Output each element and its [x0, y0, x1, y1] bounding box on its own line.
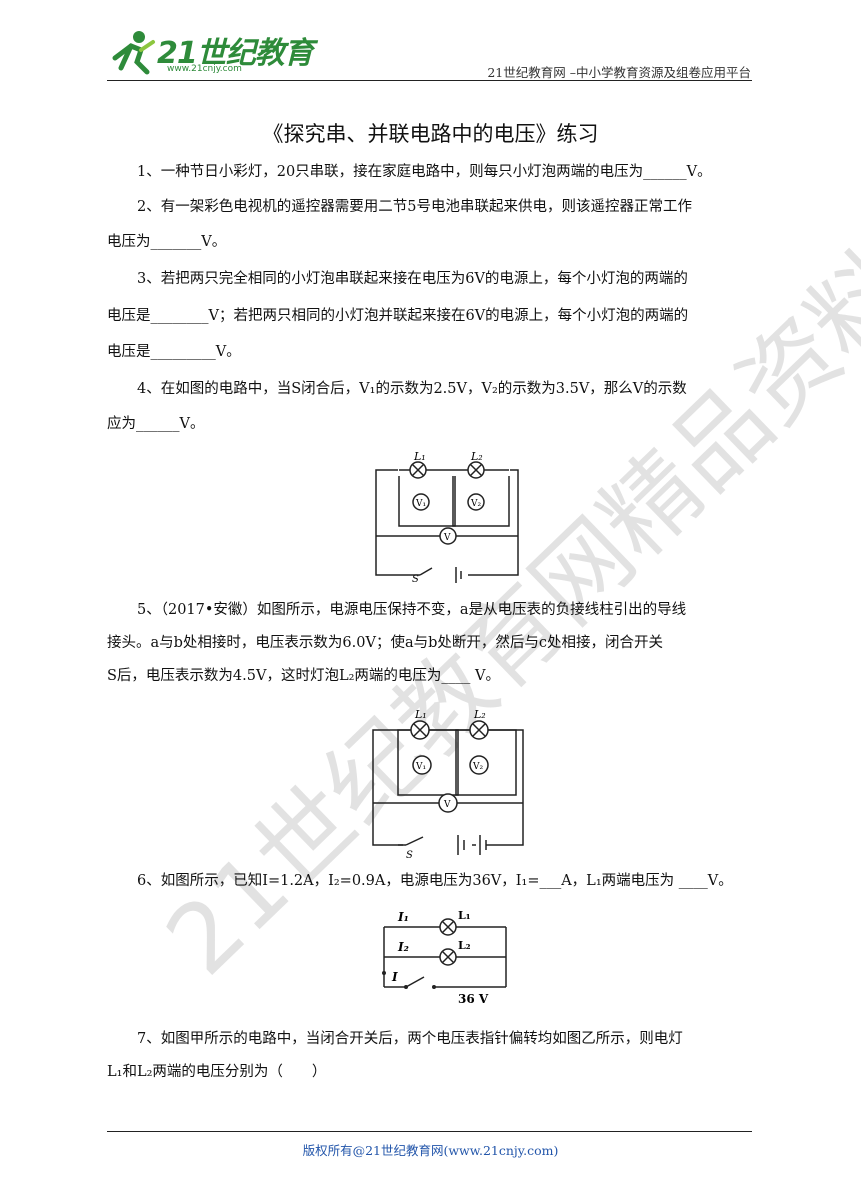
question-3-line-2: 电压是________V；若把两只相同的小灯泡并联起来接在6V的电源上，每个小灯… [107, 308, 689, 324]
label-v: V [443, 800, 451, 810]
label-i2: I₂ [397, 940, 409, 954]
question-2-line-2: 电压为_______V。 [107, 234, 227, 250]
page-title: 《探究串、并联电路中的电压》练习 [262, 122, 599, 146]
label-i1: I₁ [397, 910, 409, 924]
question-3-line-3: 电压是_________V。 [107, 344, 241, 360]
question-7-line-2: L₁和L₂两端的电压分别为（ ） [107, 1064, 327, 1080]
site-tagline: 21世纪教育网 –中小学教育资源及组卷应用平台 [487, 65, 751, 80]
label-v1: V₁ [415, 762, 426, 772]
question-3-line-1: 3、若把两只完全相同的小灯泡串联起来接在电压为6V的电源上，每个小灯泡的两端的 [137, 271, 688, 287]
site-logo[interactable]: 21世纪教育 www.21cnjy.com [107, 28, 314, 80]
question-5-line-2: 接头。a与b处相接时，电压表示数为6.0V；使a与b处断开，然后与c处相接，闭合… [107, 635, 664, 651]
label-l1: L₁ [414, 708, 427, 721]
runner-logo-icon [112, 31, 155, 75]
question-7-line-1: 7、如图甲所示的电路中，当闭合开关后，两个电压表指针偏转均如图乙所示，则电灯 [137, 1031, 683, 1047]
label-v: V [443, 533, 451, 543]
question-6-line-1: 6、如图所示，已知I=1.2A，I₂=0.9A，电源电压为36V，I₁=___A… [137, 873, 733, 889]
label-voltage: 36 V [458, 992, 489, 1005]
label-l1: L₁ [413, 450, 426, 463]
label-switch: S [406, 850, 413, 860]
label-v2: V₂ [470, 499, 481, 509]
question-4-line-1: 4、在如图的电路中，当S闭合后，V₁的示数为2.5V，V₂的示数为3.5V，那么… [137, 381, 687, 397]
footer-divider [107, 1131, 752, 1132]
label-l2: L₂ [470, 450, 483, 463]
question-4-line-2: 应为______V。 [107, 416, 205, 432]
label-switch: S [412, 574, 419, 583]
logo-url: www.21cnjy.com [167, 64, 242, 74]
label-l1: L₁ [458, 909, 471, 922]
question-2-line-1: 2、有一架彩色电视机的遥控器需要用二节5号电池串联起来供电，则该遥控器正常工作 [137, 199, 692, 215]
label-v2: V₂ [472, 762, 483, 772]
circuit-diagram-q4: L₁ L₂ V₁ V₂ V S [375, 450, 519, 583]
question-1-line-1: 1、一种节日小彩灯，20只串联，接在家庭电路中，则每只小灯泡两端的电压为____… [137, 164, 712, 180]
question-5-line-3: S后，电压表示数为4.5V，这时灯泡L₂两端的电压为____ V。 [107, 668, 500, 684]
circuit-diagram-q6: I₁ I₂ I L₁ L₂ 36 V [382, 909, 507, 1005]
question-5-line-1: 5、（2017•安徽）如图所示，电源电压保持不变，a是从电压表的负接线柱引出的导… [137, 602, 687, 618]
label-v1: V₁ [415, 499, 426, 509]
header-divider [107, 80, 752, 81]
label-i: I [391, 970, 398, 984]
footer-copyright[interactable]: 版权所有@21世纪教育网(www.21cnjy.com) [302, 1143, 559, 1158]
circuit-diagram-q5: L₁ L₂ V₁ V₂ V S [372, 708, 524, 860]
label-l2: L₂ [473, 708, 486, 721]
label-l2: L₂ [458, 939, 471, 952]
logo-text: 21世纪教育 [157, 36, 314, 71]
